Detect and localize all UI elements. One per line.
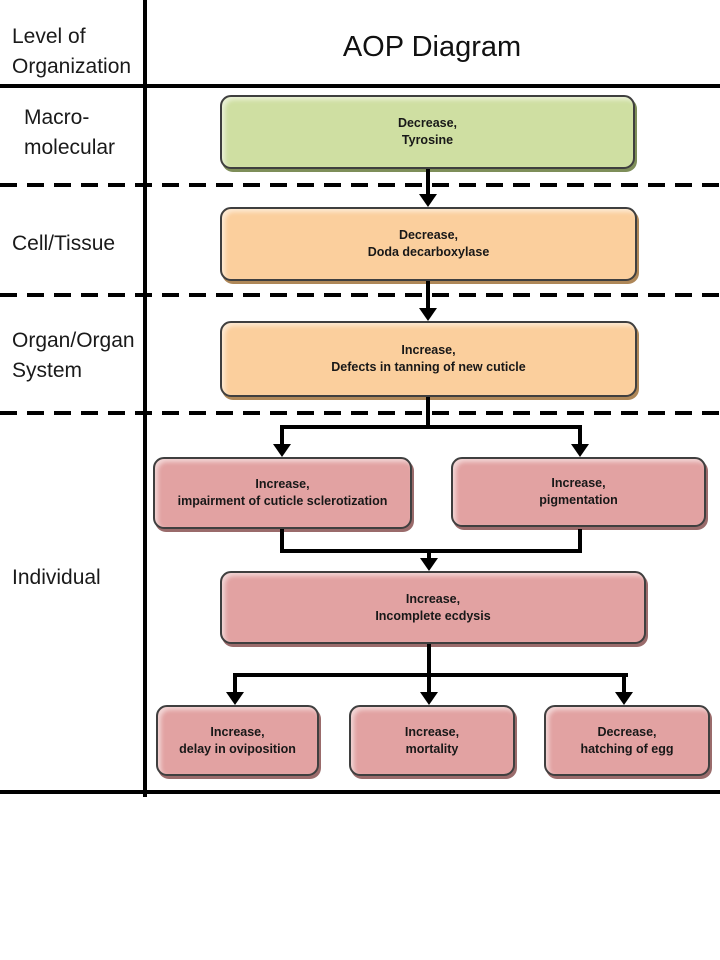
node-text-line2: Incomplete ecdysis (375, 608, 491, 623)
row-separator-dashed-2 (0, 293, 720, 297)
level-label-organ-system: Organ/Organ System (0, 326, 140, 386)
arrowhead-down-icon (273, 444, 291, 457)
arrowhead-down-icon (615, 692, 633, 705)
node-text-line1: Increase, (255, 477, 310, 491)
level-label-line: Cell/Tissue (12, 232, 116, 255)
column-divider-line (143, 0, 147, 797)
branch-stem-tanning (426, 397, 430, 429)
node-text-line1: Increase, (401, 343, 456, 357)
node-text-line1: Increase, (210, 724, 265, 739)
arrowhead-down-icon (420, 692, 438, 705)
node-text-line1: Increase, (405, 591, 461, 606)
node-increase-pigmentation: Increase, pigmentation (451, 457, 706, 527)
row-separator-dashed-3 (0, 411, 720, 415)
level-label-line: Organ/Organ (12, 329, 135, 352)
level-label-cell-tissue: Cell/Tissue (0, 229, 140, 259)
header-separator-line (0, 84, 720, 88)
node-text-line1: Decrease, (397, 116, 458, 130)
arrow-doda-to-tanning (426, 281, 430, 311)
level-of-organization-header: Level of Organization (0, 22, 140, 82)
node-decrease-doda-decarboxylase: Decrease, Doda decarboxylase (220, 207, 637, 281)
arrowhead-down-icon (420, 558, 438, 571)
branch-stem-ecdysis (427, 644, 431, 677)
level-label-macromolecular: Macro- molecular (0, 103, 140, 163)
arrow-tyrosine-to-doda (426, 169, 430, 197)
node-increase-oviposition-delay: Increase, delay in oviposition (156, 705, 319, 776)
bottom-border-line (0, 790, 720, 794)
arrow-ecdysis-to-mortality (427, 673, 431, 694)
arrowhead-down-icon (571, 444, 589, 457)
header-label-line2: Organization (12, 55, 132, 78)
node-text-line1: Decrease, (597, 724, 657, 739)
row-separator-dashed-1 (0, 183, 720, 187)
arrowhead-down-icon (226, 692, 244, 705)
node-decrease-tyrosine: Decrease, Tyrosine (220, 95, 635, 169)
node-increase-cuticle-sclerotization-impairment: Increase, impairment of cuticle scleroti… (153, 457, 412, 529)
level-label-line: molecular (24, 136, 116, 159)
page-title: AOP Diagram (342, 31, 522, 63)
branch-horizontal-tanning (280, 425, 582, 429)
arrow-tanning-to-sclerotization (280, 425, 284, 446)
arrow-merge-to-ecdysis (427, 549, 431, 561)
node-text-line2: Tyrosine (401, 133, 454, 147)
arrow-ecdysis-to-hatching (622, 673, 626, 694)
node-increase-mortality: Increase, mortality (349, 705, 515, 776)
node-increase-incomplete-ecdysis: Increase, Incomplete ecdysis (220, 571, 646, 644)
node-text-line2: delay in oviposition (179, 741, 296, 756)
merge-right-from-pigmentation (578, 529, 582, 553)
node-text-line2: Doda decarboxylase (367, 245, 490, 259)
merge-horizontal (280, 549, 582, 553)
node-text-line2: mortality (405, 741, 459, 756)
arrow-ecdysis-to-oviposition (233, 673, 237, 694)
node-text-line1: Increase, (404, 724, 460, 739)
node-text-line1: Increase, (551, 476, 606, 490)
arrow-tanning-to-pigmentation (578, 425, 582, 446)
level-label-individual: Individual (0, 563, 140, 593)
node-text-line1: Decrease, (398, 228, 459, 242)
level-label-line: Individual (12, 566, 101, 589)
node-increase-tanning-defects: Increase, Defects in tanning of new cuti… (220, 321, 637, 397)
arrowhead-down-icon (419, 308, 437, 321)
node-text-line2: impairment of cuticle sclerotization (177, 494, 388, 508)
header-label-line1: Level of (12, 25, 86, 48)
level-label-line: Macro- (24, 106, 90, 129)
node-text-line2: Defects in tanning of new cuticle (331, 360, 526, 374)
node-text-line2: hatching of egg (580, 741, 674, 756)
node-decrease-egg-hatching: Decrease, hatching of egg (544, 705, 710, 776)
arrowhead-down-icon (419, 194, 437, 207)
merge-left-from-sclerotization (280, 529, 284, 553)
node-text-line2: pigmentation (539, 493, 618, 507)
level-label-line: System (12, 359, 83, 382)
